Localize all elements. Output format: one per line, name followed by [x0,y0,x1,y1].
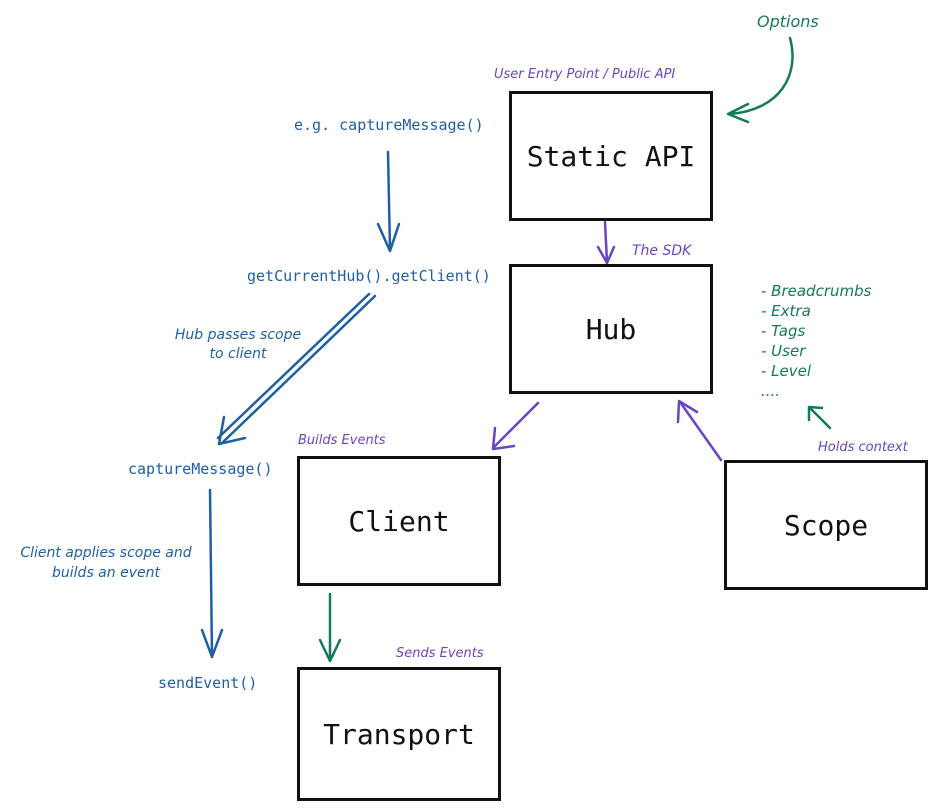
get-client-text: getCurrentHub().getClient() [247,267,491,285]
flow-arrow-2b [216,292,371,440]
transport-label: Transport [323,717,475,751]
capture-message-text: captureMessage() [128,460,273,478]
holds-context-annotation: Holds context [818,440,908,455]
context-item: - Breadcrumbs [761,282,872,300]
hub-box: Hub [509,264,713,394]
send-event-text: sendEvent() [158,674,258,692]
client-applies-line-1: Client applies scope and [20,545,192,561]
context-items-list: - Breadcrumbs - Extra - Tags - User - Le… [761,281,871,401]
client-applies-scope-note: Client applies scope and builds an event [6,543,206,583]
static-api-to-hub-arrow [603,220,609,264]
flow-arrowhead-2 [217,415,247,446]
hub-passes-scope-note: Hub passes scope to client [158,326,318,364]
options-to-static-api-arrow [728,36,794,116]
static-api-box: Static API [509,91,713,221]
context-item: - Tags [761,322,806,340]
user-entry-point-annotation: User Entry Point / Public API [494,67,676,82]
flow-arrow-2 [220,294,377,445]
client-label: Client [348,504,450,538]
context-item: .... [761,382,781,400]
scope-to-hub-arrowhead [676,399,699,424]
flow-arrowhead-1 [376,222,401,253]
scope-to-hub-arrow [678,400,723,462]
options-annotation: Options [757,12,819,31]
hub-label: Hub [585,312,637,346]
hub-passes-scope-line-1: Hub passes scope [174,327,302,343]
hub-passes-scope-line-2: to client [209,346,267,362]
client-applies-line-2: builds an event [52,565,160,581]
context-item: - User [761,342,806,360]
scope-box: Scope [724,460,928,590]
hub-to-client-arrow [491,401,540,450]
sends-events-annotation: Sends Events [396,646,484,661]
builds-events-annotation: Builds Events [298,433,386,448]
static-api-label: Static API [526,139,696,173]
client-box: Client [297,456,501,586]
flow-arrowhead-3 [200,628,224,659]
context-pointer-arrowhead [807,405,824,422]
hub-to-client-arrowhead [491,426,516,451]
client-to-transport-arrowhead [318,638,342,663]
context-item: - Extra [761,302,811,320]
options-arrowhead [726,102,750,124]
context-item: - Level [761,362,812,380]
capture-message-example-text: e.g. captureMessage() [294,116,484,134]
transport-box: Transport [297,667,501,801]
context-pointer-arrow [808,406,832,430]
flow-arrow-3 [208,488,214,658]
the-sdk-annotation: The SDK [632,243,692,259]
flow-arrow-1 [386,150,392,252]
static-api-to-hub-arrowhead [596,245,616,265]
scope-label: Scope [783,508,869,542]
